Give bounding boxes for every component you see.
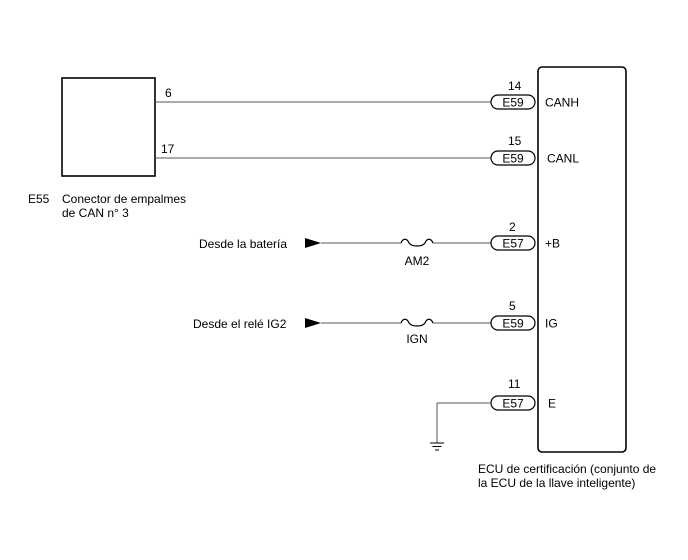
splice-connector-label-line1: Conector de empalmes [62,192,186,206]
fuse-ign-label: IGN [406,332,427,346]
fuse-am2-icon [400,238,434,247]
terminal-canh-connector: E59 [502,96,524,110]
fuse-ign-icon [400,318,434,327]
terminal-ig-connector-pill [490,315,536,331]
terminal-canl-name: CANL [547,152,579,166]
splice-connector-label-line2: de CAN n° 3 [62,206,129,220]
ground-icon [430,442,444,451]
terminal-b-connector: E57 [502,237,524,251]
terminal-e-name: E [548,397,556,411]
terminal-canh-pin: 14 [508,79,522,93]
terminal-canh-connector-pill [490,94,536,110]
terminal-ig-pin: 5 [509,299,516,313]
splice-pin-canh: 6 [165,86,172,100]
arrow-icon [305,318,321,328]
terminal-canl-connector-pill [490,150,536,166]
splice-connector-code: E55 [28,192,50,206]
ecu-box [537,66,627,453]
terminal-canh-name: CANH [545,96,579,110]
fuse-am2-label: AM2 [405,254,430,268]
splice-connector-box [61,77,156,177]
terminal-e-pin: 11 [508,377,521,391]
terminal-e-connector: E57 [502,397,524,411]
terminal-canl-connector: E59 [502,152,524,166]
ecu-label-line1: ECU de certificación (conjunto de [478,462,656,476]
terminal-b-connector-pill [490,235,536,251]
terminal-b-name: +B [545,237,560,251]
terminal-canl-pin: 15 [508,134,522,148]
terminal-ig-name: IG [545,317,558,331]
terminal-ig-connector: E59 [502,317,524,331]
arrow-icon [305,238,321,248]
source-ig2-label: Desde el relé IG2 [193,317,287,331]
source-battery-label: Desde la batería [199,237,287,251]
splice-pin-canl: 17 [161,142,175,156]
ecu-label-line2: la ECU de la llave inteligente) [478,476,635,490]
terminal-b-pin: 2 [509,220,516,234]
